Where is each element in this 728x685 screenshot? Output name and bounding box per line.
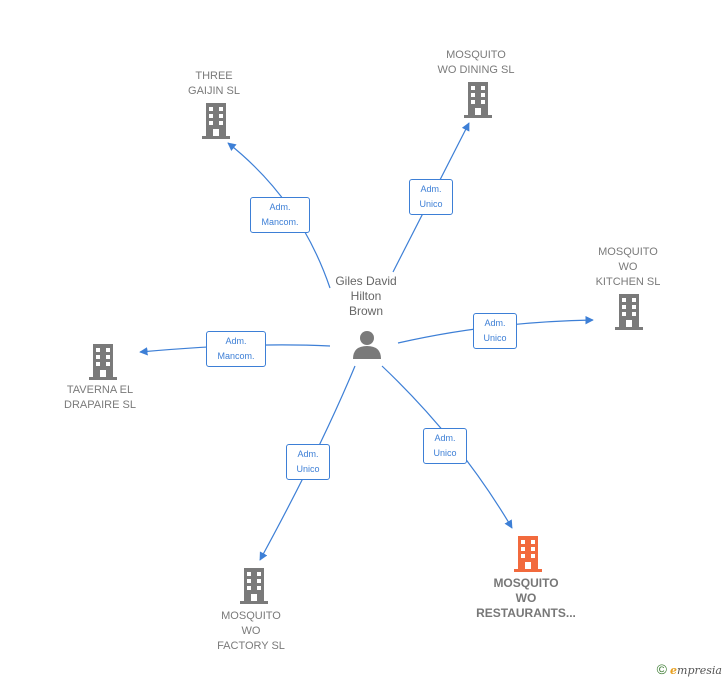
building-icon[interactable]: [88, 344, 118, 380]
person-icon[interactable]: [352, 329, 382, 359]
edge-label-mosquito-restaurants[interactable]: Adm. Unico: [423, 428, 467, 464]
edge-label-taverna[interactable]: Adm. Mancom.: [206, 331, 266, 367]
node-label-mosquito-restaurants[interactable]: MOSQUITO WO RESTAURANTS...: [476, 576, 576, 620]
node-label-mosquito-factory[interactable]: MOSQUITO WO FACTORY SL: [217, 610, 285, 652]
edge-label-three-gaijin[interactable]: Adm. Mancom.: [250, 197, 310, 233]
building-icon-highlight[interactable]: [513, 536, 543, 572]
node-label-taverna[interactable]: TAVERNA EL DRAPAIRE SL: [64, 384, 136, 411]
building-icon[interactable]: [201, 103, 231, 139]
edge-label-mosquito-dining[interactable]: Adm. Unico: [409, 179, 453, 215]
building-icon[interactable]: [614, 294, 644, 330]
empresia-watermark: © empresia: [657, 661, 722, 677]
center-person-name[interactable]: Giles David Hilton Brown: [335, 274, 397, 318]
edge-label-mosquito-kitchen[interactable]: Adm. Unico: [473, 313, 517, 349]
edge-label-mosquito-factory[interactable]: Adm. Unico: [286, 444, 330, 480]
building-icon[interactable]: [463, 82, 493, 118]
brand-logo: empresia: [670, 664, 722, 677]
copyright-icon: ©: [656, 661, 667, 677]
node-label-mosquito-dining[interactable]: MOSQUITO WO DINING SL: [437, 49, 515, 76]
node-label-three-gaijin[interactable]: THREE GAIJIN SL: [188, 70, 240, 97]
building-icon[interactable]: [239, 568, 269, 604]
node-label-mosquito-kitchen[interactable]: MOSQUITO WO KITCHEN SL: [595, 246, 661, 288]
